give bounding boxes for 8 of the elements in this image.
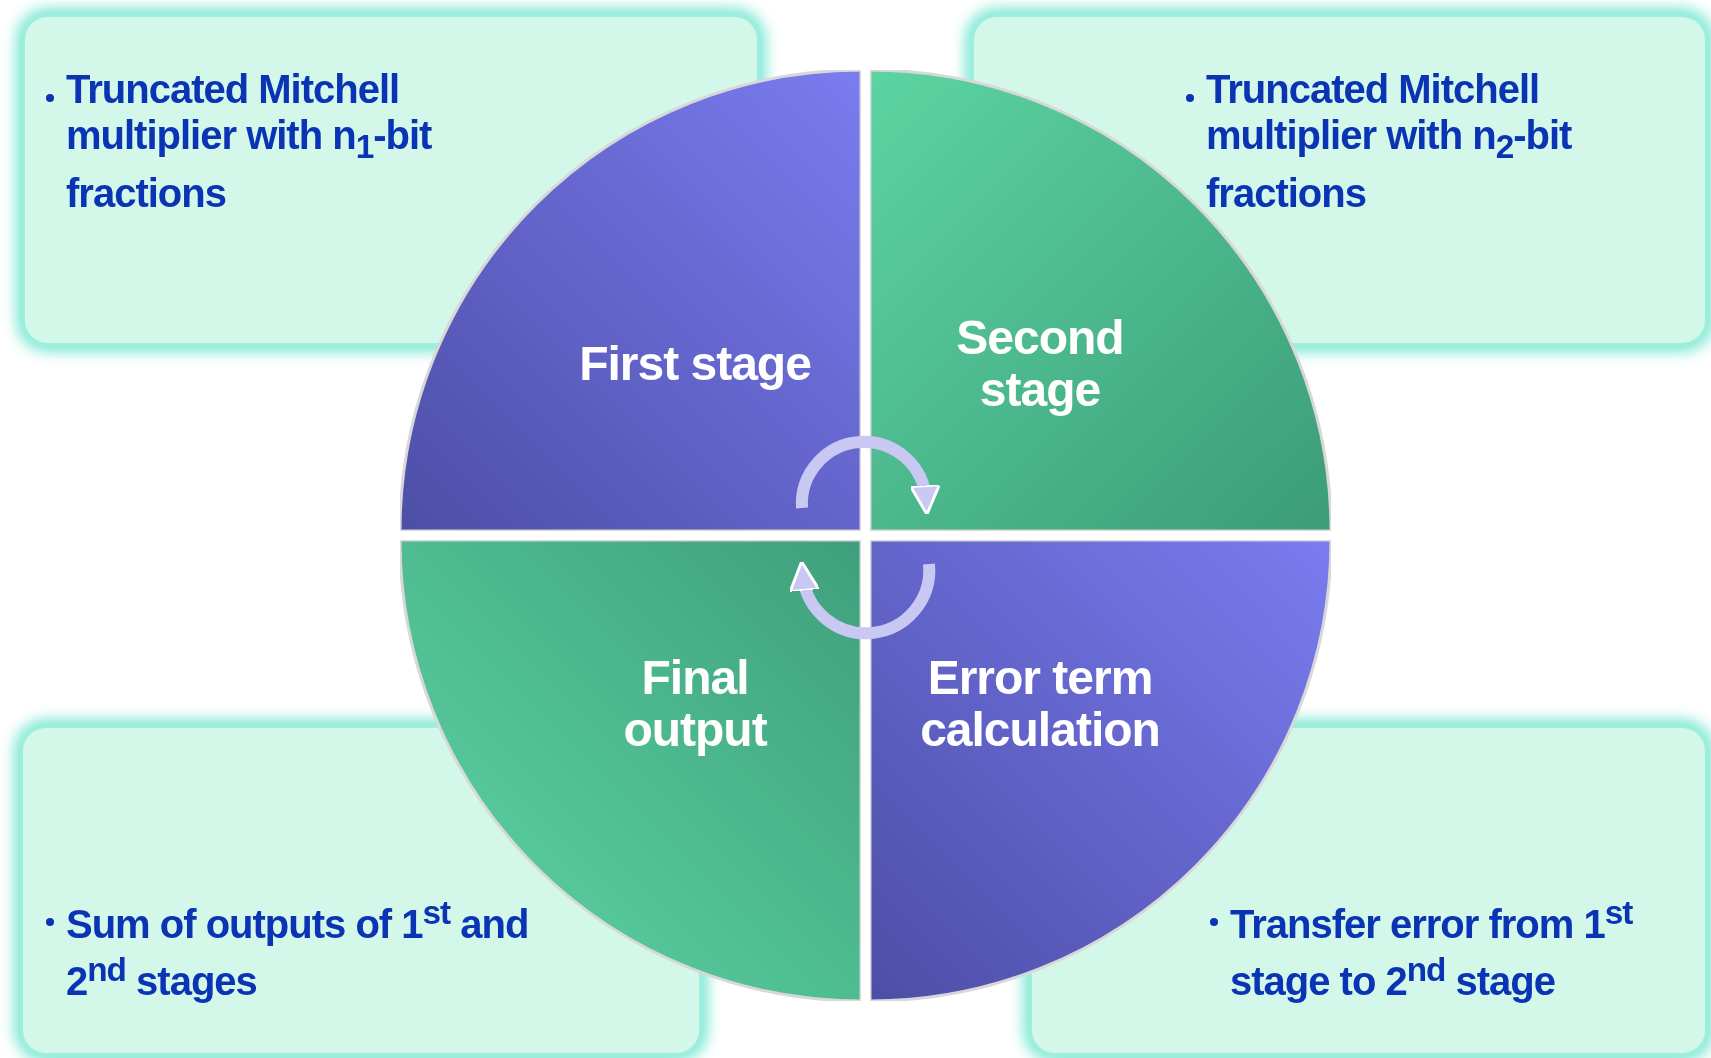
bullet-text: Transfer error from 1$^{st}$ stage to 2$^{nd}$ stage [1230,893,1634,1005]
stage-label: First stage [578,338,812,390]
bullet-text: Truncated Mitchell multiplier with n$_{1}$-bit fractions [66,66,433,216]
bullet-text: Sum of outputs of 1$^{st}$ and 2$^{nd}$ stages [66,893,530,1005]
stage-label: Second stage [955,312,1125,416]
stage-label: Final output [622,652,769,756]
stage-label: Error term calculation [919,652,1161,756]
bullet-text: Truncated Mitchell multiplier with n$_{2}$-bit fractions [1206,66,1573,216]
